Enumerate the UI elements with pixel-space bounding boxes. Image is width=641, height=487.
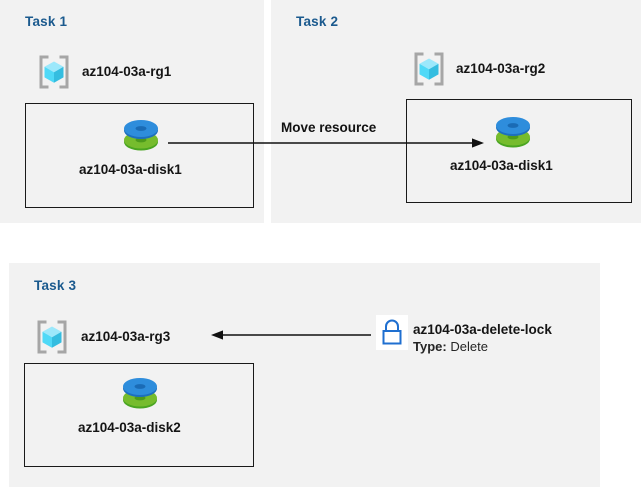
managed-disk-icon [119, 373, 161, 413]
lock-name: az104-03a-delete-lock [413, 322, 552, 337]
task-2-title: Task 2 [296, 14, 339, 29]
lock-type: Type: Delete [413, 339, 488, 354]
task-1-resource-box [25, 103, 254, 208]
task-1-panel [0, 0, 264, 223]
task-2-resource-box [406, 99, 632, 203]
task-3-resource-group-name: az104-03a-rg3 [81, 329, 171, 344]
task-1-title: Task 1 [25, 14, 68, 29]
task-1-resource-group-name: az104-03a-rg1 [82, 64, 172, 79]
task-1-resource-name: az104-03a-disk1 [79, 162, 182, 177]
connector-move-resource-label: Move resource [281, 120, 377, 135]
lock-type-label: Type: [413, 339, 447, 354]
task-3-resource-name: az104-03a-disk2 [78, 420, 181, 435]
task-2-resource-group-name: az104-03a-rg2 [456, 61, 546, 76]
resource-group-icon [33, 318, 71, 356]
managed-disk-icon [492, 112, 534, 152]
lock-type-value: Delete [450, 339, 488, 354]
resource-group-icon [410, 50, 448, 88]
managed-disk-icon [120, 115, 162, 155]
task-3-title: Task 3 [34, 278, 77, 293]
lock-icon [378, 317, 406, 348]
resource-group-icon [35, 53, 73, 91]
task-3-resource-box [24, 363, 254, 467]
task-3-panel [9, 263, 600, 487]
task-2-panel [271, 0, 641, 223]
task-2-resource-name: az104-03a-disk1 [450, 158, 553, 173]
